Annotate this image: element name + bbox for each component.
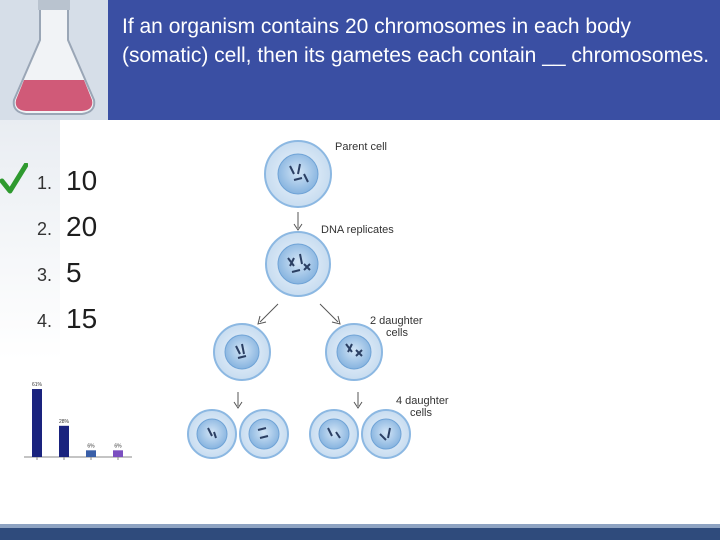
diagonal-arrow-icon [319, 303, 341, 325]
answer-option-2[interactable]: 2. 20 [22, 209, 142, 245]
down-arrow-icon [293, 212, 303, 231]
checkmark-icon [0, 163, 28, 194]
chart-data-label: 6% [87, 443, 95, 449]
chart-bar [113, 450, 123, 457]
answer-option-1[interactable]: 1. 10 [0, 163, 142, 199]
down-arrow-icon [353, 392, 363, 409]
diagonal-arrow-icon [257, 303, 279, 325]
response-bar-chart: 61% 28% 6% 6% [24, 382, 132, 460]
four-daughter-label: 4 daughter [396, 395, 449, 407]
chart-data-label: 28% [59, 419, 70, 425]
chart-data-label: 6% [114, 443, 122, 449]
answer-number: 2. [36, 219, 52, 239]
two-daughter-label: 2 daughter [370, 315, 423, 327]
meiosis-diagram: Parent cell DNA replicates 2 daughter ce… [187, 140, 449, 459]
lab-flask-image [0, 0, 108, 120]
parent-cell [264, 140, 332, 208]
answer-number: 4. [36, 311, 52, 331]
answer-text: 10 [66, 165, 98, 196]
chart-data-label: 61% [32, 382, 43, 388]
side-gradient [0, 120, 60, 360]
answer-option-3[interactable]: 3. 5 [22, 255, 142, 291]
replicated-cell [265, 231, 331, 297]
answer-number: 1. [36, 173, 52, 193]
chart-bar [86, 450, 96, 457]
answer-text: 5 [66, 257, 82, 288]
daughter-cell [325, 323, 383, 381]
gamete-cell [239, 409, 289, 459]
chart-bar [59, 425, 69, 457]
down-arrow-icon [233, 392, 243, 409]
answer-text: 15 [66, 303, 98, 334]
parent-cell-label: Parent cell [335, 141, 387, 153]
gamete-cell [187, 409, 237, 459]
dna-replicates-label: DNA replicates [321, 224, 394, 236]
flask-icon [0, 0, 108, 120]
gamete-cell [309, 409, 359, 459]
answer-text: 20 [66, 211, 98, 242]
footer-bar [0, 528, 720, 540]
question-text: If an organism contains 20 chromosomes i… [122, 15, 710, 67]
title-banner: If an organism contains 20 chromosomes i… [0, 0, 720, 120]
answer-number: 3. [36, 265, 52, 285]
two-daughter-label-line2: cells [386, 327, 409, 339]
chart-bar [32, 389, 42, 457]
daughter-cell [213, 323, 271, 381]
footer-accent-line [0, 524, 720, 528]
four-daughter-label-line2: cells [410, 407, 433, 419]
gamete-cell [361, 409, 411, 459]
answer-option-4[interactable]: 4. 15 [22, 301, 142, 337]
